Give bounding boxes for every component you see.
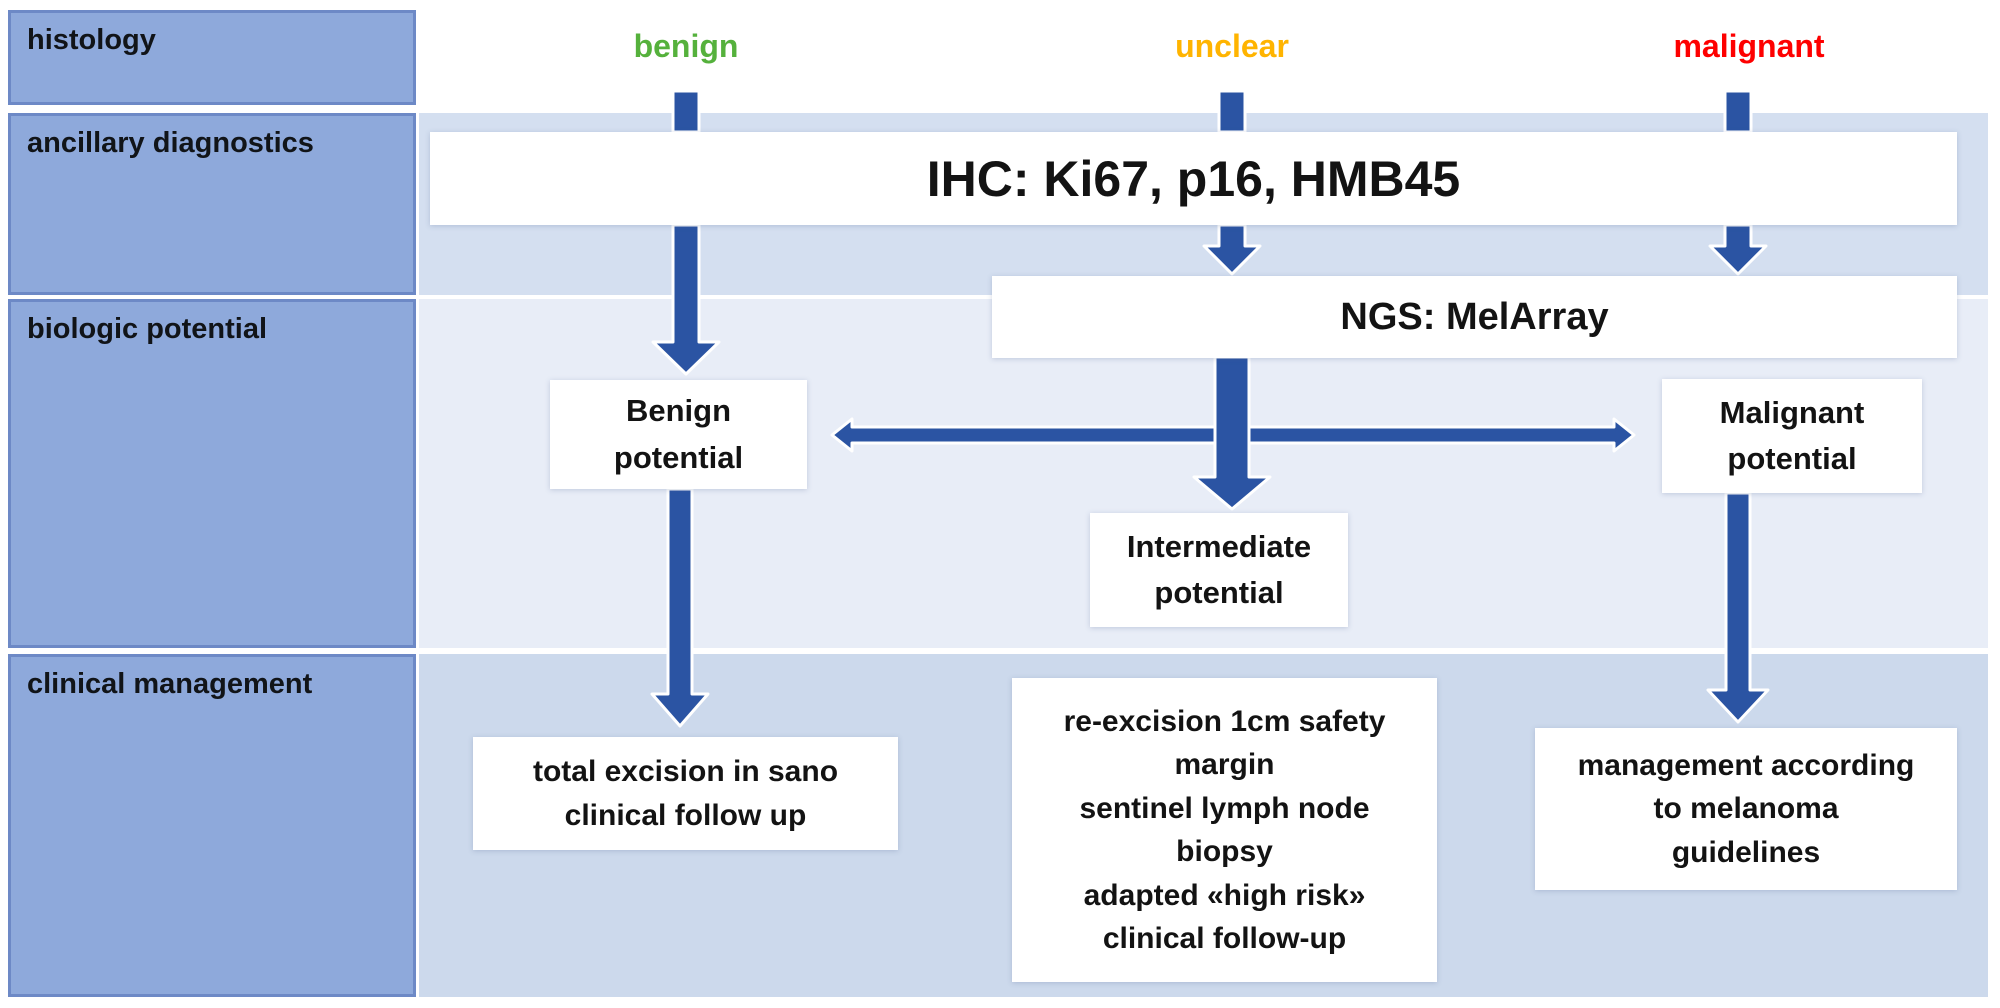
malignant-potential-box: Malignant potential — [1662, 379, 1922, 493]
row-label-text: histology — [27, 24, 156, 56]
ngs-band: NGS: MelArray — [992, 276, 1957, 358]
column-header-unclear: unclear — [1175, 28, 1289, 64]
row-label-biologic-potential: biologic potential — [8, 299, 416, 648]
benign-potential-box: Benign potential — [550, 380, 807, 489]
management-box-intermediate: re-excision 1cm safety margin sentinel l… — [1012, 678, 1437, 982]
management-box-benign: total excision in sano clinical follow u… — [473, 737, 898, 850]
ihc-band-label: IHC: Ki67, p16, HMB45 — [926, 150, 1461, 207]
intermediate-potential-box: Intermediate potential — [1090, 513, 1348, 627]
row-label-clinical-management: clinical management — [8, 654, 416, 997]
row-label-text: clinical management — [27, 668, 313, 700]
row-label-text: ancillary diagnostics — [27, 127, 314, 159]
row-label-text: biologic potential — [27, 313, 268, 345]
row-label-ancillary-diagnostics: ancillary diagnostics — [8, 113, 416, 295]
column-header-benign: benign — [633, 28, 739, 64]
ngs-band-label: NGS: MelArray — [1340, 295, 1609, 338]
management-box-malignant: management according to melanoma guideli… — [1535, 728, 1957, 890]
row-label-histology: histology — [8, 10, 416, 105]
column-header-malignant: malignant — [1673, 28, 1825, 64]
ihc-band: IHC: Ki67, p16, HMB45 — [430, 132, 1957, 225]
